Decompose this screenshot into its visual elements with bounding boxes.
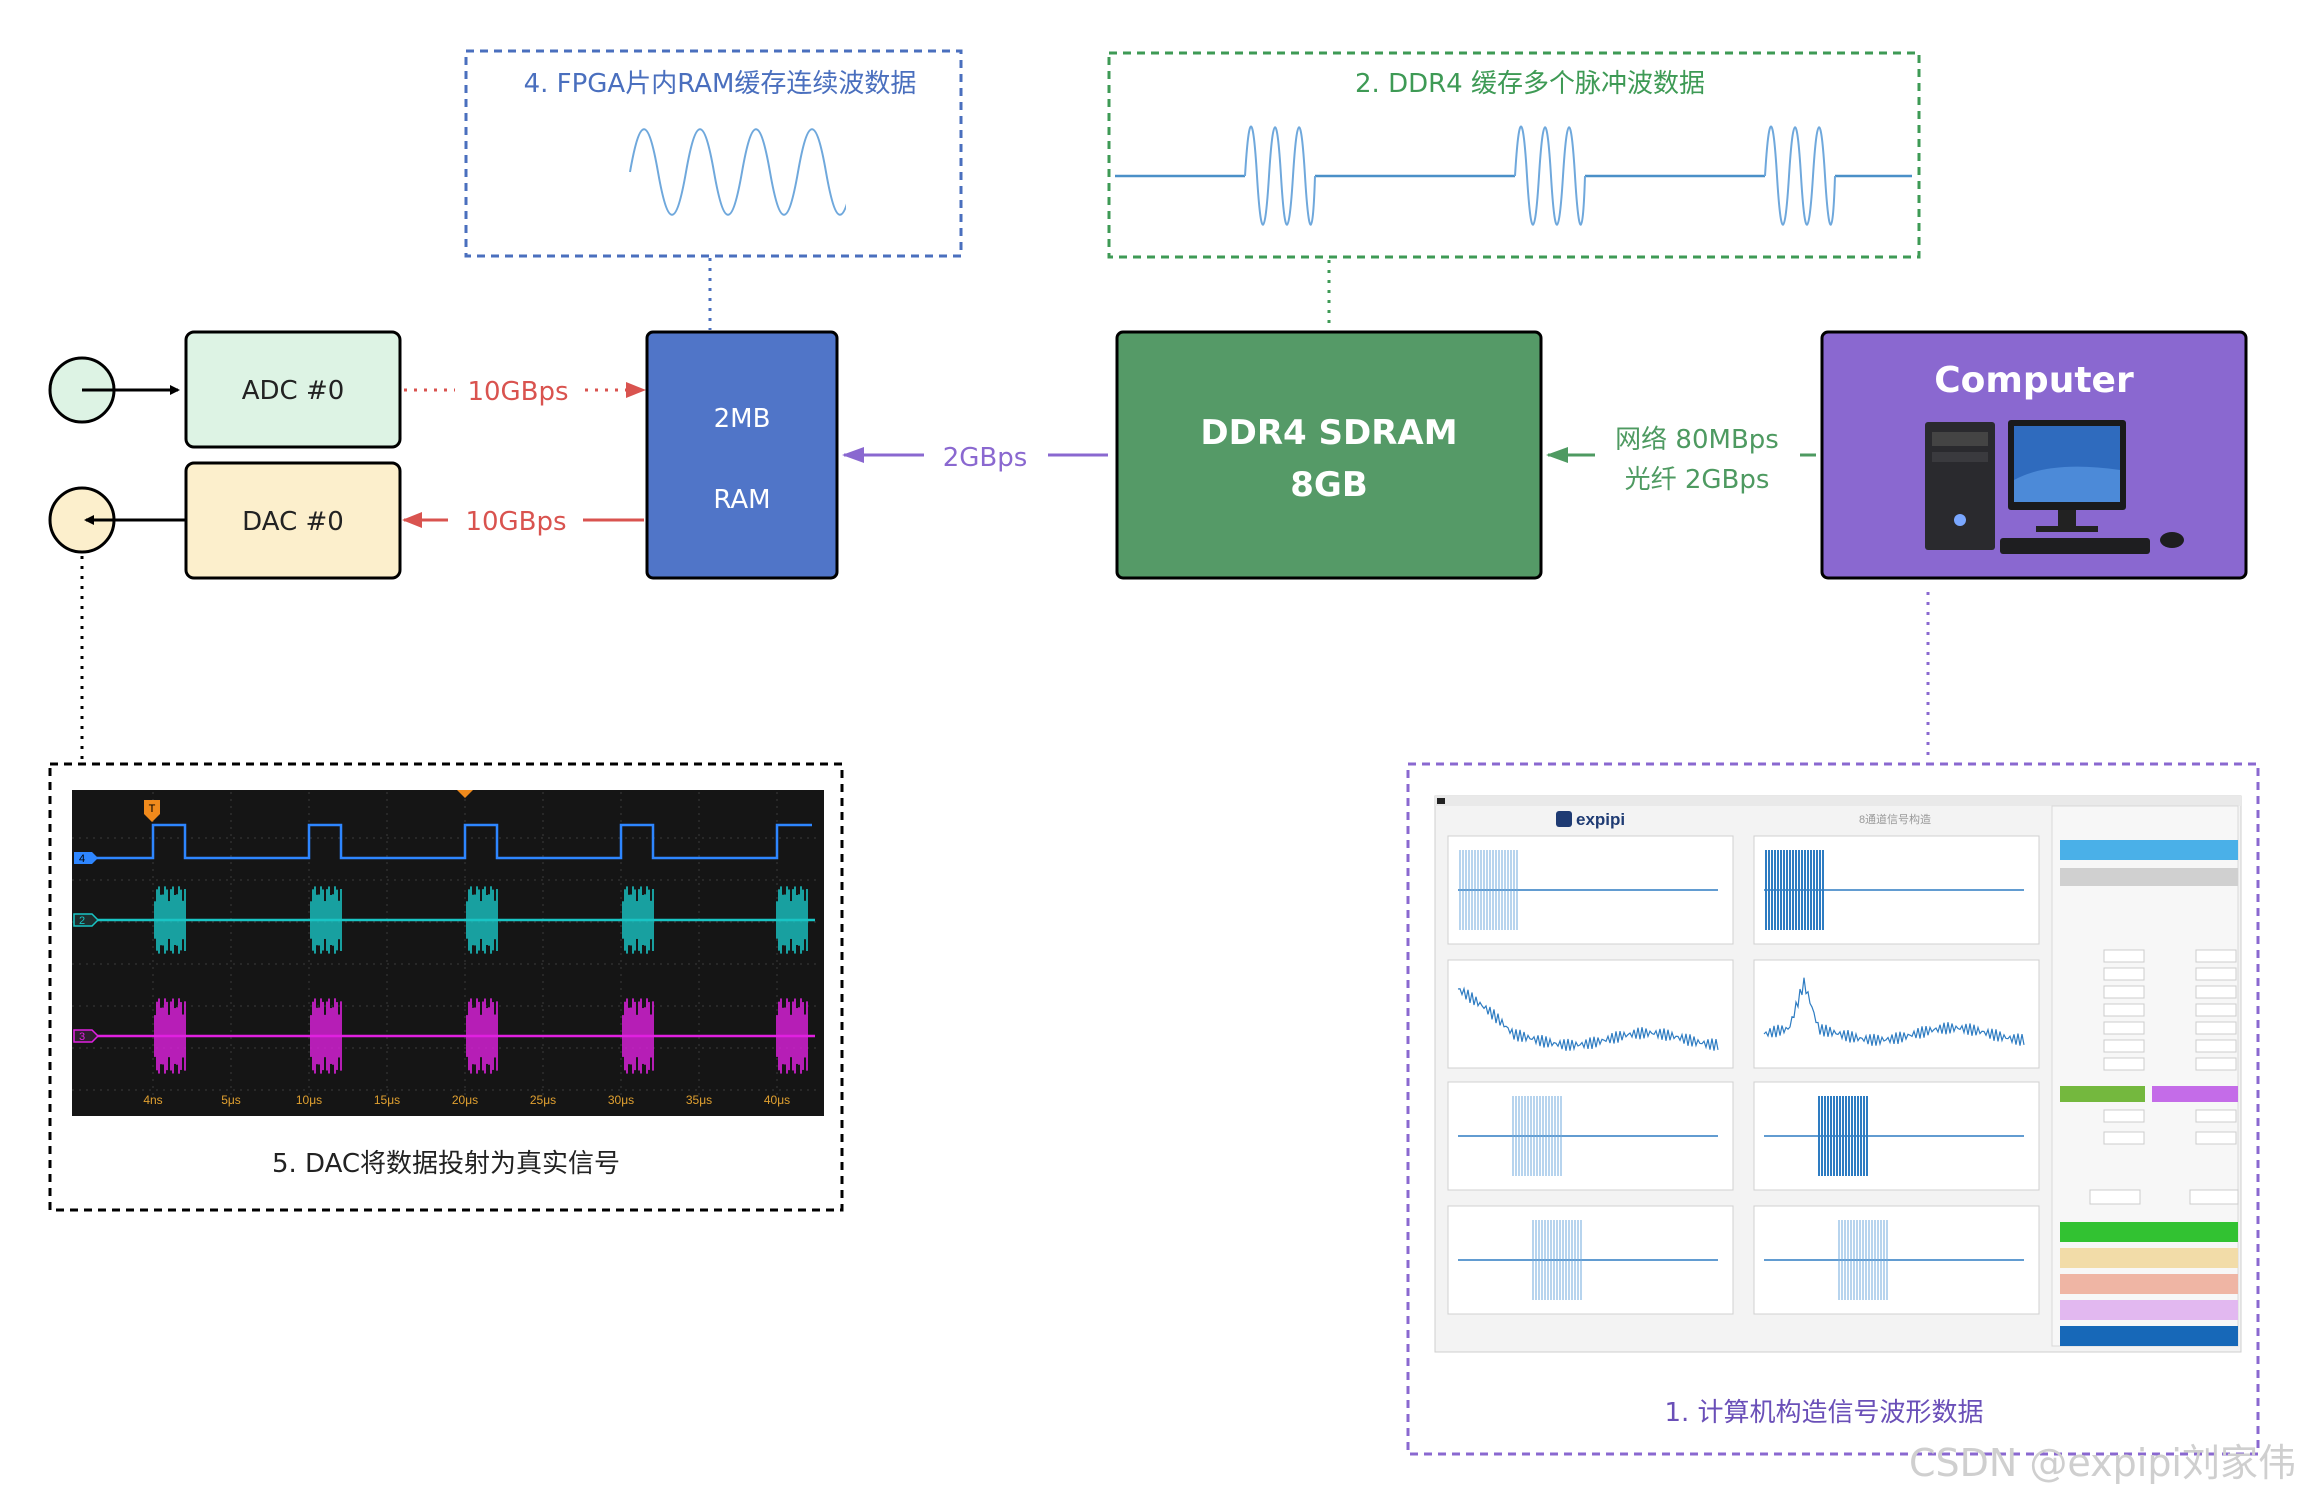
dac-label: DAC #0 [242,507,344,537]
app-logo: expipi [1576,810,1625,829]
param-field[interactable] [2103,949,2145,963]
param-field[interactable] [2195,1109,2237,1123]
param-field[interactable] [2195,1039,2237,1053]
ddr-to-ram-rate: 2GBps [943,443,1028,473]
ddr4-buffer-panel: 2. DDR4 缓存多个脉冲波数据 [1107,51,1921,259]
keyboard-icon [2000,538,2150,554]
options-bar [2060,868,2238,886]
ch4-trace [90,823,812,860]
ddr4-title: DDR4 SDRAM [1200,413,1457,453]
save-button[interactable] [2060,1326,2238,1346]
computer-label: Computer [1934,360,2134,401]
fpga-ram-box: 2MB RAM [645,330,839,580]
pulse-burst [1514,125,1586,226]
param-field[interactable] [2103,1003,2145,1017]
adc-box: ADC #0 [184,330,402,449]
param-field[interactable] [2103,1057,2145,1071]
time-tick-label: 15μs [374,1093,400,1107]
watermark: CSDN @expipi刘家伟 [1909,1441,2296,1485]
time-tick-label: 25μs [530,1093,556,1107]
ram-label: RAM [713,485,770,515]
param-field[interactable] [2103,1039,2145,1053]
mouse-icon [2160,532,2184,548]
time-tick-label: 35μs [686,1093,712,1107]
svg-text:2: 2 [79,915,85,927]
trigger-marker: T [144,800,160,822]
monitor-icon [2008,420,2126,532]
time-tick-label: 30μs [608,1093,634,1107]
yellow-button[interactable] [2060,1248,2238,1268]
control-panel [2051,805,2239,1347]
signal-builder-app: expipi 8通道信号构造 [1434,795,2242,1353]
lilac-button[interactable] [2060,1300,2238,1320]
computer-app-panel: 1. 计算机构造信号波形数据 expipi 8通道信号构造 [1406,762,2260,1456]
ram-size-label: 2MB [714,404,771,434]
param-field[interactable] [2195,1131,2237,1145]
oscilloscope-screenshot: 4 2 3 T 4ns 5μs 10μs 15μs 20μs 25μs 30μs 35μs 40… [72,790,824,1116]
ddr4-capacity: 8GB [1290,465,1367,505]
param-field[interactable] [2103,967,2145,981]
pc-tower-icon [1925,422,1995,550]
ch3-marker: 3 [73,1029,100,1043]
green-action-button[interactable] [2060,1086,2145,1102]
param-field[interactable] [2195,1057,2237,1071]
pulse-burst [1244,125,1316,226]
param-field[interactable] [2103,1021,2145,1035]
pulse-burst [1764,125,1836,226]
ch4-marker: 4 [74,852,98,865]
computer-caption: 1. 计算机构造信号波形数据 [1664,1398,1983,1428]
spectrum-trace [1763,977,2025,1047]
param-field[interactable] [2195,949,2237,963]
param-field[interactable] [2103,1109,2145,1123]
ram-to-dac-rate: 10GBps [465,507,566,537]
computer-box: Computer [1820,330,2248,580]
adc-label: ADC #0 [242,376,345,406]
load-button[interactable] [2060,1222,2238,1242]
waveform-plot [1753,959,2040,1069]
svg-text:T: T [149,803,156,815]
salmon-button[interactable] [2060,1274,2238,1294]
ddr4-caption: 2. DDR4 缓存多个脉冲波数据 [1355,69,1705,99]
time-tick-label: 10μs [296,1093,322,1107]
dac-caption: 5. DAC将数据投射为真实信号 [272,1149,620,1179]
generate-button[interactable] [2060,840,2238,860]
continuous-wave [629,128,846,216]
spectrum-trace [1457,986,1719,1052]
trigger-position-marker [457,790,473,798]
app-logo-mark [1556,811,1572,827]
time-tick-label: 20μs [452,1093,478,1107]
param-field[interactable] [2103,985,2145,999]
param-field[interactable] [2195,985,2237,999]
pc-to-ddr-rate-fiber: 光纤 2GBps [1625,465,1770,495]
pc-to-ddr-rate-network: 网络 80MBps [1615,425,1779,455]
param-field[interactable] [2089,1189,2141,1205]
param-field[interactable] [2189,1189,2239,1205]
dac-box: DAC #0 [184,461,402,580]
ddr4-sdram-box: DDR4 SDRAM 8GB [1115,330,1543,580]
fpga-ram-caption: 4. FPGA片内RAM缓存连续波数据 [524,69,917,99]
time-tick-label: 5μs [221,1093,241,1107]
app-title: 8通道信号构造 [1859,812,1931,826]
adc-to-ram-rate: 10GBps [467,377,568,407]
param-field[interactable] [2103,1131,2145,1145]
time-axis: 4ns 5μs 10μs 15μs 20μs 25μs 30μs 35μs 40μs [143,1093,790,1107]
waveform-plot [1447,959,1734,1069]
param-field[interactable] [2195,1003,2237,1017]
dac-scope-panel: 5. DAC将数据投射为真实信号 [48,762,844,1212]
svg-text:4: 4 [79,853,85,865]
fpga-ram-panel: 4. FPGA片内RAM缓存连续波数据 [464,49,963,258]
svg-text:3: 3 [79,1031,85,1043]
purple-action-button[interactable] [2152,1086,2238,1102]
param-field[interactable] [2195,967,2237,981]
time-tick-label: 4ns [143,1093,162,1107]
time-tick-label: 40μs [764,1093,790,1107]
param-field[interactable] [2195,1021,2237,1035]
ch2-marker: 2 [73,913,100,927]
